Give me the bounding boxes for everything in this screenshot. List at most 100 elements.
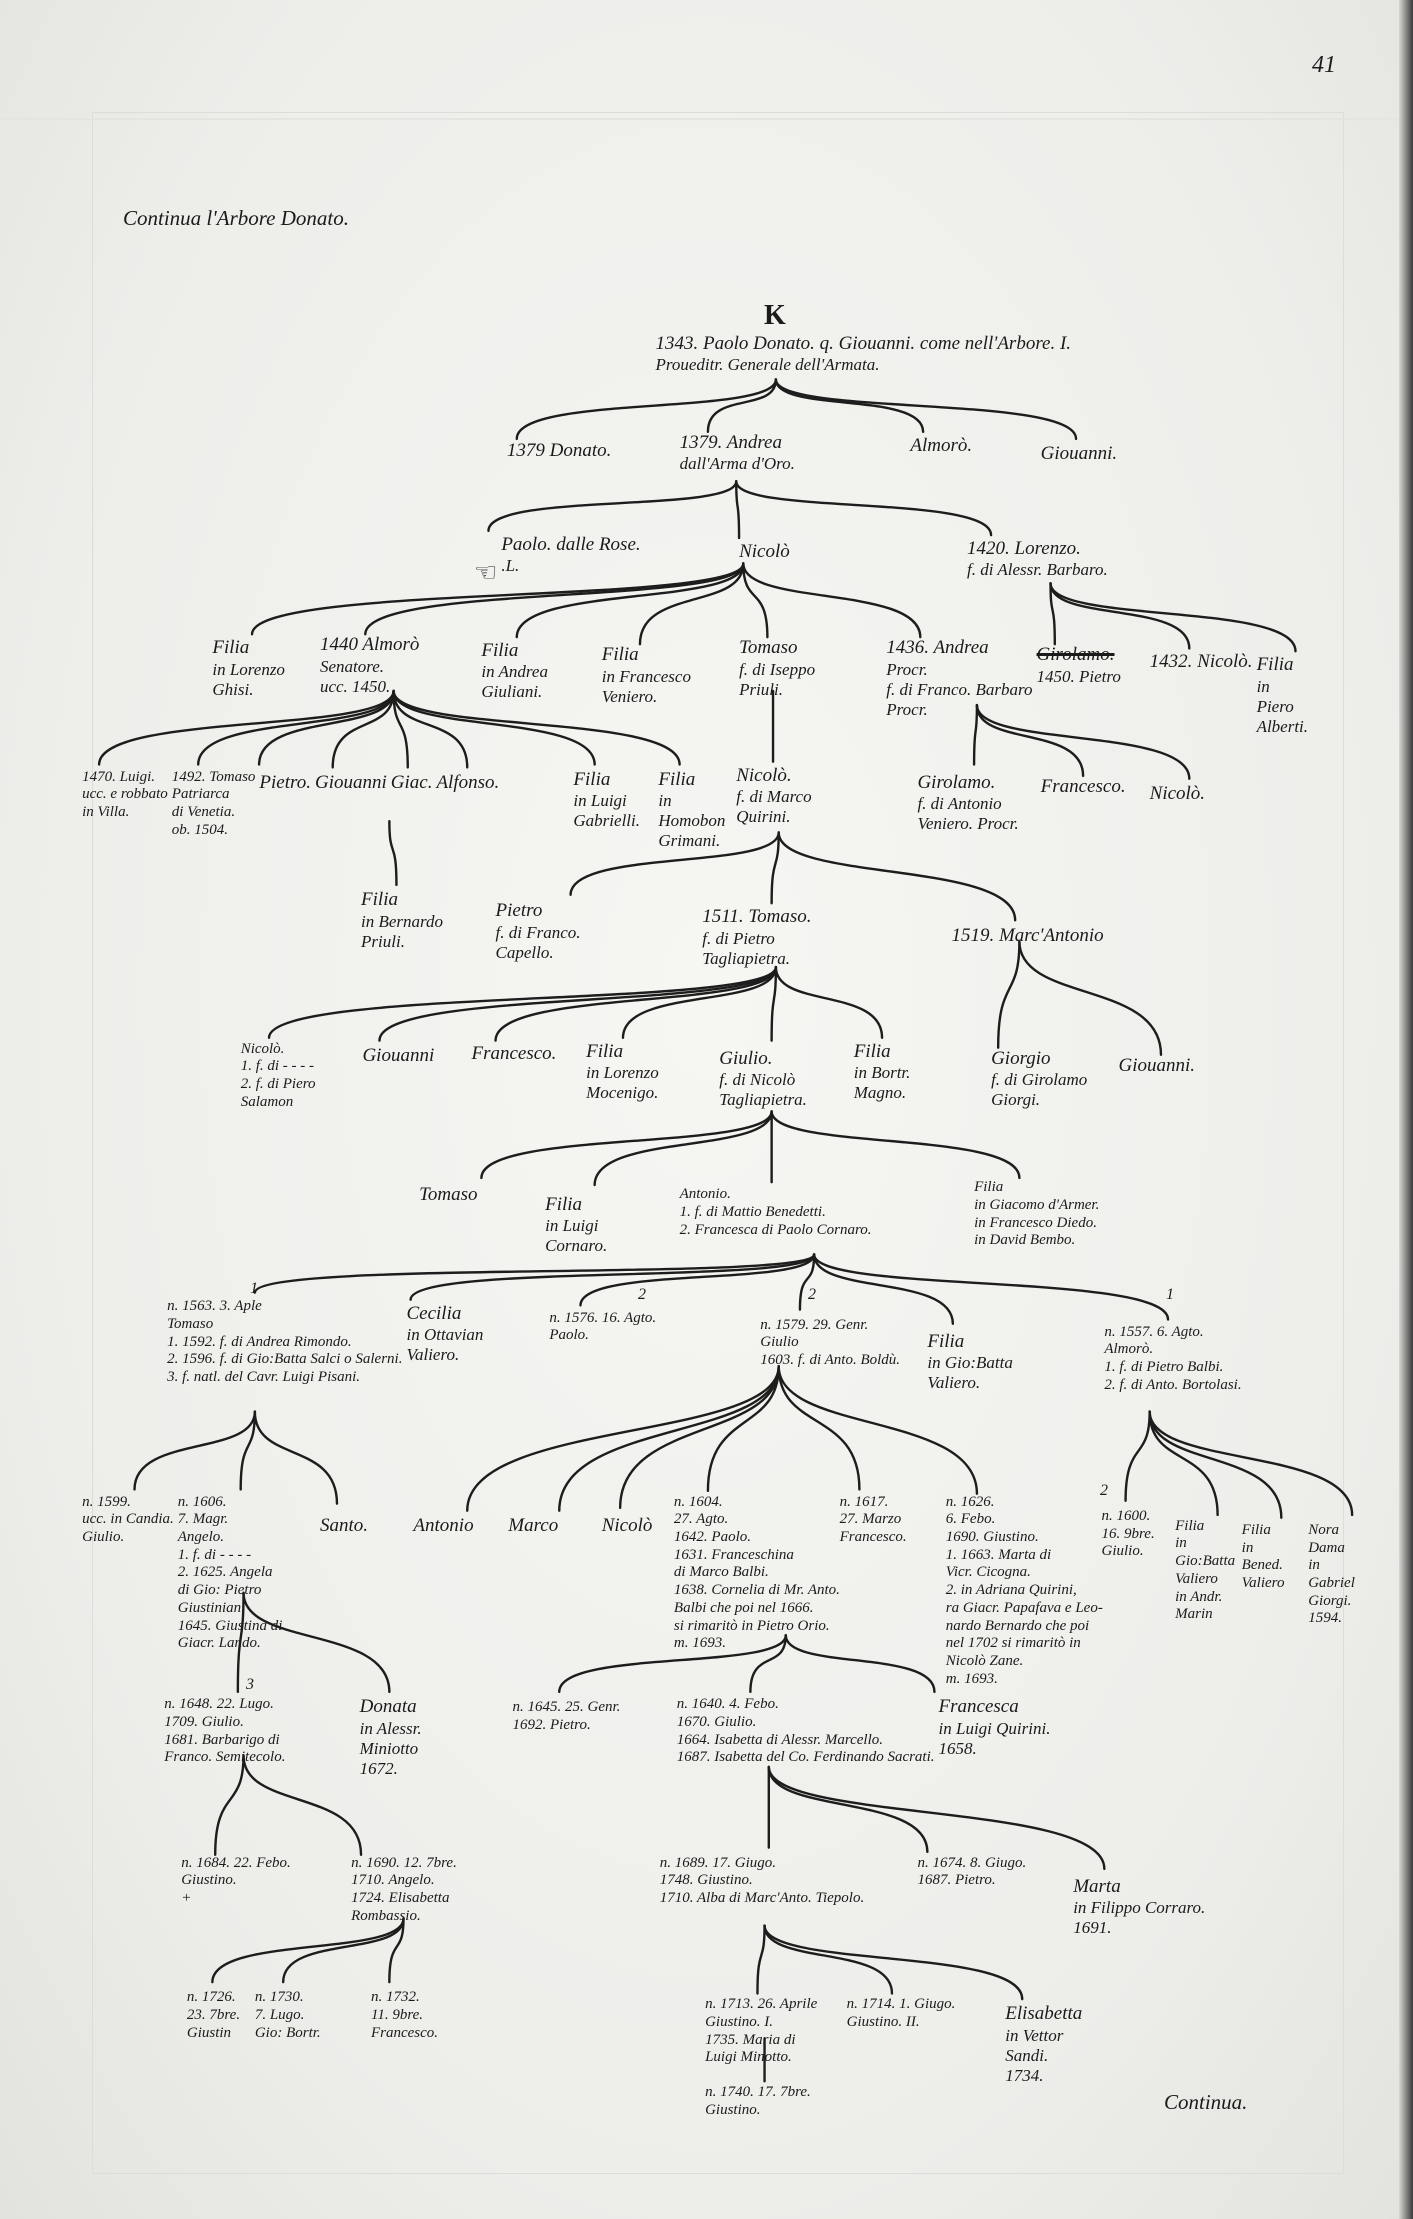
branch-line bbox=[480, 1110, 773, 1180]
branch-line bbox=[392, 689, 681, 766]
person-name-line: Antonio. bbox=[679, 1186, 731, 1203]
person-detail-line: 1. f. di - - - - bbox=[240, 1058, 315, 1075]
branch-line bbox=[1148, 1410, 1219, 1517]
person-node-antonio-b: Antonio bbox=[413, 1515, 473, 1537]
person-detail-line: 2. in Adriana Quirini, bbox=[945, 1582, 1077, 1599]
person-name-line: n. 1557. 6. Agto. bbox=[1104, 1323, 1204, 1340]
branch-line bbox=[133, 1410, 257, 1491]
person-node-paolo1604: n. 1604.27. Agto.1642. Paolo.1631. Franc… bbox=[674, 1494, 840, 1653]
person-detail-line: di Venetia. bbox=[171, 804, 236, 821]
person-detail-line: Luigi Minotto. bbox=[705, 2049, 792, 2066]
person-name-line: Marta bbox=[1073, 1875, 1121, 1897]
person-name-line: 1519. Marc'Antonio bbox=[951, 924, 1104, 946]
person-detail-line: 1450. Pietro bbox=[1036, 666, 1121, 686]
page-number: 41 bbox=[1312, 52, 1336, 78]
branch-line bbox=[798, 1253, 816, 1311]
person-detail-line: 2. f. di Piero bbox=[240, 1076, 316, 1092]
branch-line bbox=[618, 1365, 780, 1510]
generation-mark: 3 bbox=[246, 1676, 254, 1693]
person-detail-line: f. di Marco bbox=[736, 786, 812, 806]
person-node-giustino1626: n. 1626.6. Febo.1690. Giustino.1. 1663. … bbox=[946, 1494, 1103, 1689]
person-detail-line: 6. Febo. bbox=[945, 1511, 996, 1528]
generation-mark: 2 bbox=[638, 1286, 646, 1303]
person-node-angelo1606: n. 1606.7. Magr.Angelo.1. f. di - - - -2… bbox=[178, 1494, 283, 1653]
person-detail-line: Veniero. bbox=[601, 686, 658, 706]
branch-line bbox=[388, 1917, 405, 1984]
branch-line bbox=[267, 965, 778, 1039]
person-detail-line: in Bortr. bbox=[853, 1063, 911, 1083]
person-name-line: Giouanni bbox=[314, 771, 387, 793]
person-name-line: Cecilia bbox=[406, 1302, 462, 1324]
branch-line bbox=[558, 1365, 780, 1512]
person-name-line: n. 1563. 3. Aple bbox=[167, 1298, 262, 1315]
person-detail-line: Quirini. bbox=[736, 807, 791, 826]
branch-line bbox=[767, 1765, 929, 1854]
person-detail-line: 27. Agto. bbox=[673, 1511, 729, 1528]
person-node-giulio1640: n. 1640. 4. Febo.1670. Giulio.1664. Isab… bbox=[677, 1696, 935, 1767]
person-name-line: Filia bbox=[927, 1330, 965, 1352]
person-name-line: 1343. Paolo Donato. q. Giouanni. come ne… bbox=[655, 332, 1072, 354]
person-detail-line: 1710. Angelo. bbox=[351, 1872, 435, 1889]
person-name-line: Tomaso bbox=[739, 637, 798, 659]
person-detail-line: Homobon bbox=[658, 811, 726, 831]
person-name-line: 1440 Almorò bbox=[319, 634, 420, 656]
person-name-line: n. 1617. bbox=[839, 1493, 889, 1510]
branch-line bbox=[742, 562, 922, 639]
person-detail-line: nardo Bernardo che poi bbox=[945, 1617, 1090, 1634]
branch-line bbox=[996, 940, 1021, 1049]
person-name-line: Paolo. dalle Rose. bbox=[501, 533, 641, 555]
person-detail-line: in Filippo Corraro. bbox=[1073, 1898, 1206, 1918]
person-detail-line: Sandi. bbox=[1005, 2045, 1049, 2065]
person-detail-line: 7. Lugo. bbox=[254, 2006, 305, 2023]
person-detail-line: f. di Alessr. Barbaro. bbox=[967, 560, 1108, 580]
person-detail-line: Giuliani. bbox=[481, 682, 543, 702]
branch-line bbox=[250, 562, 745, 636]
person-detail-line: Giustino. bbox=[705, 2101, 761, 2118]
branch-line bbox=[409, 1253, 816, 1301]
person-node-giouanni-a: Giouanni. bbox=[1041, 443, 1118, 465]
person-detail-line: Grimani. bbox=[658, 831, 721, 851]
person-name-line: n. 1645. 25. Genr. bbox=[512, 1698, 621, 1715]
person-name-line: 1379. Andrea bbox=[679, 431, 782, 453]
branch-line bbox=[211, 1917, 405, 1984]
person-name-line: 1379 Donato. bbox=[506, 440, 612, 462]
person-name-line: n. 1726. bbox=[186, 1989, 236, 2006]
person-detail-line: Dama bbox=[1308, 1539, 1345, 1556]
person-detail-line: Valiero. bbox=[927, 1373, 981, 1393]
person-node-giustino1714: n. 1714. 1. Giugo.Giustino. II. bbox=[847, 1996, 956, 2031]
branch-line bbox=[1049, 582, 1056, 646]
person-name-line: n. 1626. bbox=[945, 1493, 995, 1510]
person-detail-line: 1670. Giulio. bbox=[676, 1713, 757, 1730]
person-name-line: Filia bbox=[1241, 1522, 1271, 1539]
generation-mark: 2 bbox=[808, 1286, 816, 1303]
section-mark: K bbox=[764, 300, 786, 331]
person-detail-line: ucc. e robbato bbox=[82, 786, 168, 803]
person-detail-line: Giulio. bbox=[82, 1529, 125, 1546]
person-detail-line: in Alessr. bbox=[359, 1718, 422, 1738]
person-name-line: Filia bbox=[658, 768, 696, 790]
person-detail-line: in Lorenzo bbox=[212, 659, 285, 679]
branch-line bbox=[1018, 940, 1163, 1056]
branch-line bbox=[770, 1110, 1021, 1180]
person-name-line: n. 1640. 4. Febo. bbox=[676, 1696, 779, 1713]
person-detail-line: Valiero. bbox=[406, 1345, 460, 1365]
person-detail-line: 1658. bbox=[938, 1738, 977, 1758]
branch-line bbox=[774, 965, 884, 1039]
person-detail-line: Senatore. bbox=[319, 656, 385, 676]
person-detail-line: Priuli. bbox=[739, 679, 783, 699]
branch-line bbox=[466, 1365, 780, 1512]
person-name-line: Santo. bbox=[319, 1514, 368, 1536]
person-detail-line: 1. 1592. f. di Andrea Rimondo. bbox=[167, 1333, 352, 1350]
person-detail-line: 1690. Giustino. bbox=[945, 1529, 1039, 1546]
